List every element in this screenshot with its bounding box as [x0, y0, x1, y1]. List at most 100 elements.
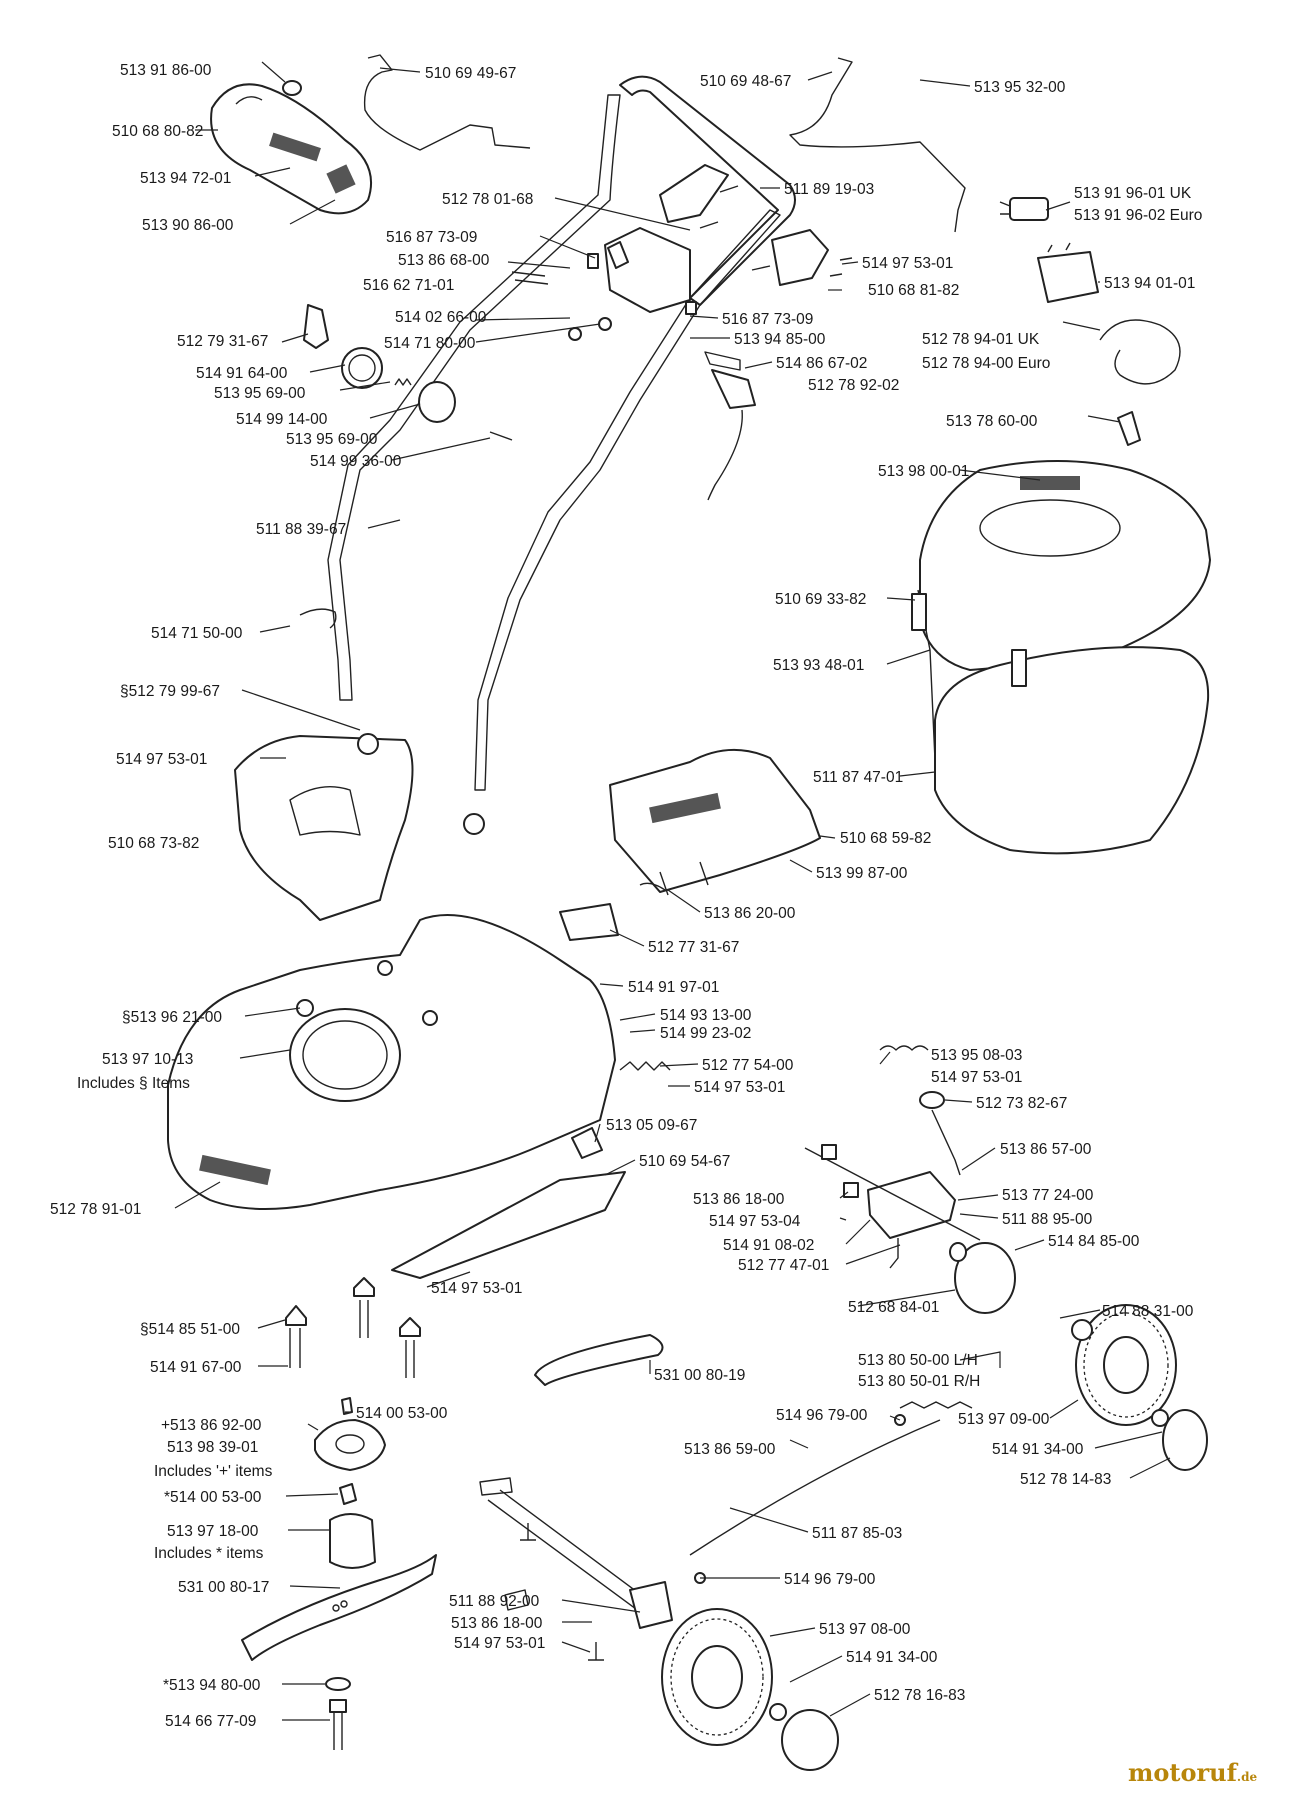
handle-left-tube	[327, 94, 621, 701]
long-bolt-part	[489, 431, 513, 441]
part-label: 510 68 59-82	[840, 830, 931, 847]
part-label: 513 99 87-00	[816, 865, 908, 882]
part-label: 513 97 18-00	[167, 1523, 259, 1540]
part-label: 513 05 09-67	[606, 1117, 697, 1134]
front-axle-part	[487, 1489, 649, 1613]
grip-pad-part	[269, 132, 321, 162]
part-label: 513 94 72-01	[140, 170, 231, 187]
charge-cable-part	[1099, 319, 1181, 385]
part-label: 514 91 64-00	[196, 365, 288, 382]
part-label: 513 98 39-01	[167, 1439, 258, 1456]
deck-label	[199, 1154, 271, 1186]
blade-adapter-part	[329, 1513, 376, 1569]
part-label: 512 78 16-83	[874, 1687, 965, 1704]
part-label: *514 00 53-00	[164, 1489, 262, 1506]
part-label: 512 78 14-83	[1020, 1471, 1111, 1488]
part-label: 512 78 91-01	[50, 1201, 141, 1218]
watermark-tld: .de	[1236, 1770, 1258, 1784]
handle-bracket-part	[659, 164, 729, 223]
part-label: 514 99 14-00	[236, 411, 328, 428]
clip-part	[559, 903, 619, 941]
part-label: 514 71 50-00	[151, 625, 243, 642]
pinion-part	[1071, 1319, 1093, 1341]
part-label: 513 94 85-00	[734, 331, 826, 348]
part-label: 513 93 48-01	[773, 657, 864, 674]
part-label: 513 86 18-00	[451, 1615, 543, 1632]
part-label: 511 87 47-01	[813, 769, 903, 786]
part-label: 512 77 47-01	[738, 1257, 829, 1274]
part-label: 512 78 92-02	[808, 377, 899, 394]
spring-clip-part	[639, 882, 666, 891]
switch-housing-part	[604, 227, 691, 313]
part-label: 516 62 71-01	[363, 277, 454, 294]
guard-part	[571, 1127, 603, 1159]
part-label: *513 94 80-00	[163, 1677, 261, 1694]
part-label: 514 91 67-00	[150, 1359, 242, 1376]
part-label: 514 00 53-00	[356, 1405, 448, 1422]
part-label: 513 97 08-00	[819, 1621, 911, 1638]
part-label: 514 97 53-01	[694, 1079, 785, 1096]
part-label: 513 97 09-00	[958, 1411, 1050, 1428]
wire-bail-part	[363, 54, 531, 151]
part-label: 514 99 36-00	[310, 453, 402, 470]
nut-cap-part	[285, 1305, 307, 1326]
key-switch-part	[1117, 411, 1141, 446]
knob-part	[303, 304, 329, 349]
part-label: 513 91 96-01 UK	[1074, 185, 1192, 202]
leader-lines	[174, 61, 1171, 1721]
part-label: 512 77 54-00	[702, 1057, 794, 1074]
grass-bag-part	[934, 646, 1210, 855]
part-label: 514 97 53-01	[454, 1635, 545, 1652]
part-label: 510 69 49-67	[425, 65, 516, 82]
part-label: 514 97 53-01	[431, 1280, 522, 1297]
blade-bolt-part	[333, 1710, 343, 1750]
part-label: 514 99 23-02	[660, 1025, 751, 1042]
part-label: §513 96 21-00	[122, 1009, 222, 1026]
cable-switch-part	[711, 369, 756, 409]
part-label: 514 97 53-01	[862, 255, 953, 272]
part-label: 531 00 80-17	[178, 1579, 269, 1596]
part-label: 512 68 84-01	[848, 1299, 939, 1316]
part-label: 514 97 53-01	[931, 1069, 1022, 1086]
watermark-logo: motoruf.de	[1128, 1758, 1257, 1787]
part-label: 513 78 60-00	[946, 413, 1038, 430]
part-label: 514 91 08-02	[723, 1237, 814, 1254]
handle-knob-part	[919, 1091, 945, 1109]
part-label: Includes * items	[154, 1545, 264, 1562]
part-label: 512 78 94-00 Euro	[922, 355, 1050, 372]
part-label: 514 86 67-02	[776, 355, 867, 372]
clamp-part	[299, 608, 337, 629]
part-label: 513 80 50-01 R/H	[858, 1373, 980, 1390]
push-rod-part	[689, 1419, 941, 1556]
part-label: §512 79 99-67	[120, 683, 220, 700]
part-label: 514 97 53-01	[116, 751, 207, 768]
part-label: 514 96 79-00	[776, 1407, 868, 1424]
spring-rod-part	[899, 1401, 973, 1409]
motor-well-part	[289, 1008, 401, 1102]
part-label: 513 95 32-00	[974, 79, 1066, 96]
spring-part	[394, 378, 412, 386]
rear-bracket-part	[771, 229, 829, 286]
part-label: 513 94 01-01	[1104, 275, 1195, 292]
part-label: 513 86 18-00	[693, 1191, 785, 1208]
part-label: 514 91 34-00	[846, 1649, 938, 1666]
part-label: 514 71 80-00	[384, 335, 476, 352]
handle-right-tube	[474, 209, 781, 791]
mulch-plate-part	[391, 1171, 626, 1279]
part-label: 513 77 24-00	[1002, 1187, 1094, 1204]
part-label: 513 98 00-01	[878, 463, 969, 480]
part-label: +513 86 92-00	[161, 1417, 262, 1434]
part-label: 514 84 85-00	[1048, 1233, 1140, 1250]
gearbox-part	[867, 1171, 956, 1239]
part-label: 510 69 33-82	[775, 591, 866, 608]
comb-part	[619, 1061, 671, 1071]
part-label: 512 79 31-67	[177, 333, 268, 350]
part-label: 513 80 50-00 L/H	[858, 1352, 978, 1369]
battery-part	[1037, 251, 1099, 303]
drive-gear-part	[954, 1242, 1016, 1314]
grass-box-lid-part	[919, 460, 1211, 671]
part-label: Includes § Items	[77, 1075, 190, 1092]
washer-part	[325, 1677, 351, 1691]
cap-part	[282, 80, 302, 96]
